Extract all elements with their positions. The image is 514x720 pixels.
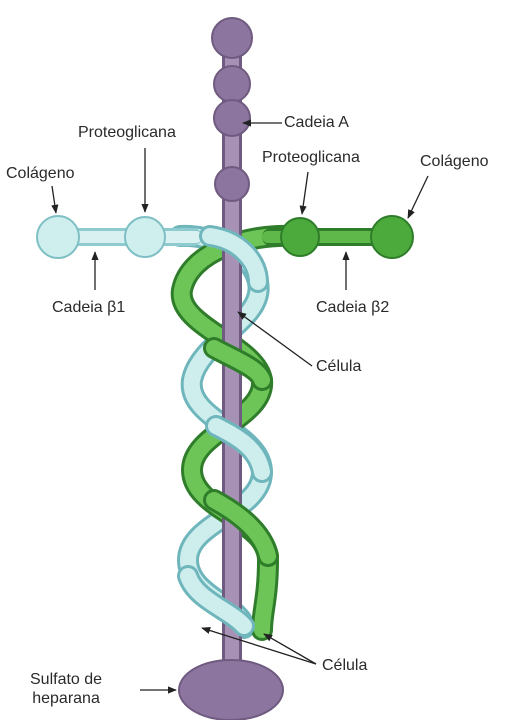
label-cadeia-a: Cadeia A [284, 113, 349, 132]
label-proteoglicana-left: Proteoglicana [78, 123, 176, 142]
beta2-arm [262, 216, 413, 258]
beta1-globule-inner [125, 217, 165, 257]
label-cadeia-beta1: Cadeia β1 [52, 298, 125, 317]
label-cadeia-beta2: Cadeia β2 [316, 298, 389, 317]
alpha-globule-1 [212, 18, 252, 58]
label-celula-bottom: Célula [322, 656, 367, 675]
beta1-arm [37, 216, 202, 258]
beta2-globule-outer [371, 216, 413, 258]
label-colageno-left: Colágeno [6, 164, 75, 183]
beta2-globule-inner [281, 218, 319, 256]
heparan-sulfate-globule [179, 660, 283, 720]
label-sulfato-heparana: Sulfato de heparana [30, 670, 102, 708]
alpha-globule-3 [214, 100, 250, 136]
alpha-globule-2 [214, 66, 250, 102]
alpha-globule-4 [215, 167, 249, 201]
label-celula-middle: Célula [316, 357, 361, 376]
label-proteoglicana-right: Proteoglicana [262, 148, 360, 167]
label-colageno-right: Colágeno [420, 152, 489, 171]
beta1-globule-outer [37, 216, 79, 258]
